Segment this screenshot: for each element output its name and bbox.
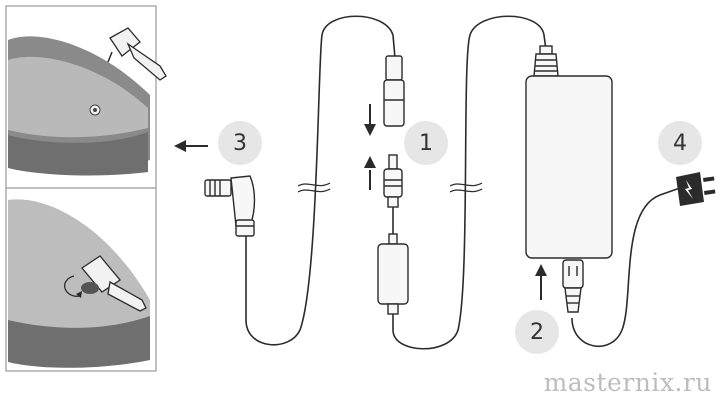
power-plug-icon: [676, 172, 716, 206]
barrel-plug: [383, 154, 403, 208]
device-detail-panel: [5, 5, 167, 372]
angled-connector: [204, 175, 256, 237]
arrow-left-icon: [174, 140, 208, 152]
step-badge-3: 3: [218, 121, 262, 165]
device-top-view: [8, 27, 167, 176]
arrow-up-icon: [364, 156, 376, 190]
rotate-icon: [63, 275, 81, 297]
step-badge-2: 2: [515, 310, 559, 354]
mains-cord-connector: [562, 259, 584, 313]
cord-socket-end: [383, 55, 405, 127]
arrow-down-icon: [364, 104, 376, 136]
ferrite-bead: [377, 233, 409, 315]
arrow-up-icon: [535, 264, 547, 300]
cable-break-marks: [297, 182, 483, 193]
step-badge-4: 4: [658, 121, 702, 165]
watermark-text: masternix.ru: [543, 368, 712, 397]
step-badge-1: 1: [404, 121, 448, 165]
device-plugged-view: [8, 199, 150, 368]
cable-lines: [245, 15, 681, 350]
power-adapter: [525, 45, 613, 259]
